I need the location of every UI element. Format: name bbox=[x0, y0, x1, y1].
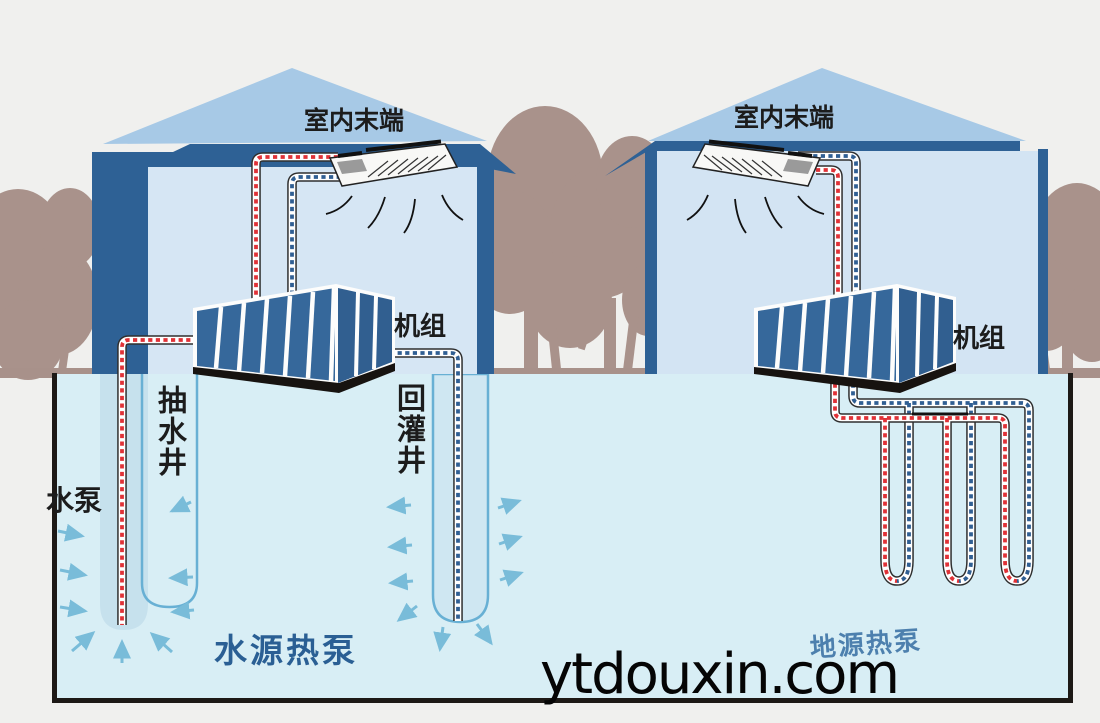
left-roof bbox=[103, 68, 487, 144]
water-pump-label: 水泵 bbox=[46, 484, 103, 517]
ceiling-cassette-left bbox=[325, 139, 464, 234]
unit-label-right: 机组 bbox=[953, 324, 1006, 354]
underground-box bbox=[52, 374, 1073, 701]
underground-box-border bbox=[52, 373, 1073, 703]
left-right-wall bbox=[477, 160, 494, 374]
extraction-flow-arrows bbox=[57, 495, 195, 663]
extraction-well-casing bbox=[140, 374, 199, 609]
right-left-wall bbox=[645, 151, 657, 374]
indoor-terminal-label-right: 室内末端 bbox=[734, 103, 835, 132]
right-right-wall bbox=[1038, 149, 1048, 374]
watermark: ytdouxin.com bbox=[540, 642, 900, 707]
groundwater-arrows bbox=[57, 495, 524, 663]
right-roof bbox=[648, 68, 1026, 141]
recharge-well-label: 回灌井 bbox=[392, 383, 427, 476]
cold-pipes bbox=[287, 151, 1034, 621]
ground-strip bbox=[0, 368, 1100, 378]
tree-left bbox=[0, 188, 100, 380]
indoor-terminal-label-left: 室内末端 bbox=[304, 106, 405, 135]
recharge-flow-arrows bbox=[386, 496, 524, 652]
extraction-well-label: 抽水井 bbox=[153, 385, 188, 478]
hot-pipes bbox=[117, 152, 1018, 625]
unit-label-left: 机组 bbox=[394, 312, 447, 342]
airflow-lines bbox=[325, 194, 464, 234]
heat-pump-unit-left bbox=[193, 284, 395, 393]
water-source-heat-pump-label: 水源热泵 bbox=[214, 631, 358, 670]
